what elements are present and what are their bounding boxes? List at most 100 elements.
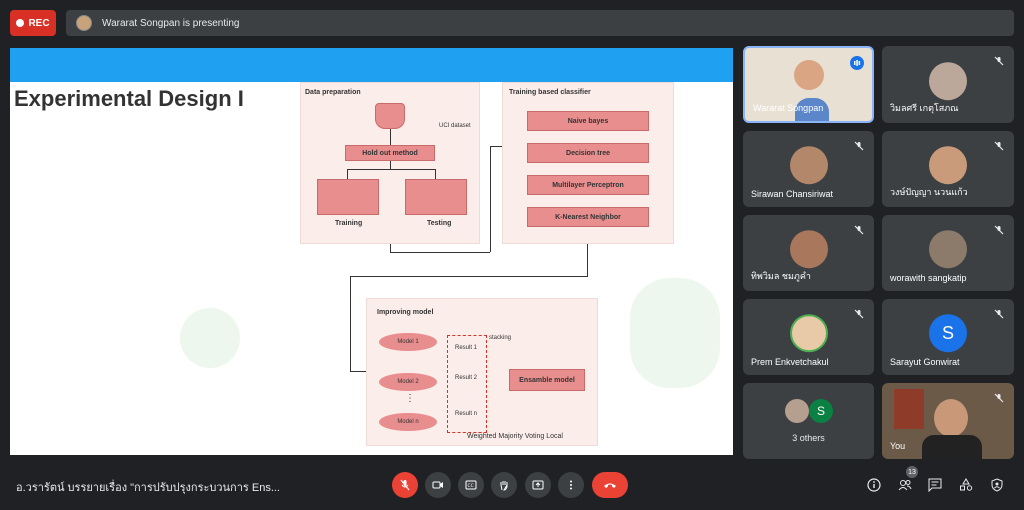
rec-label: REC	[28, 17, 50, 29]
presenter-avatar	[76, 15, 92, 31]
avatar	[789, 314, 828, 353]
result-2-label: Result 2	[455, 375, 478, 381]
captions-icon: CC	[465, 480, 477, 490]
mic-off-icon	[852, 139, 866, 153]
raise-hand-button[interactable]	[491, 472, 517, 498]
stacking-label: stacking	[489, 335, 512, 341]
meeting-info-button[interactable]	[865, 476, 883, 494]
activities-button[interactable]	[957, 476, 975, 494]
mic-off-icon	[992, 139, 1006, 153]
avatar	[789, 146, 828, 185]
connector-line	[390, 161, 391, 169]
bottom-bar: อ.วรารัตน์ บรรยายเรื่อง "การปรับปรุงกระบ…	[0, 462, 1024, 510]
activities-icon	[960, 478, 973, 491]
mic-off-icon	[992, 223, 1006, 237]
connector-line	[490, 146, 491, 252]
avatar	[929, 146, 967, 185]
speaking-indicator-icon	[850, 56, 864, 70]
self-tile[interactable]: You	[882, 383, 1014, 459]
info-icon	[867, 478, 881, 492]
participant-name: You	[890, 441, 906, 451]
training-label: Training	[335, 220, 363, 227]
avatar	[934, 399, 968, 437]
avatar	[929, 230, 967, 269]
connector-line	[390, 244, 391, 252]
avatar	[789, 230, 828, 269]
end-call-button[interactable]	[592, 472, 628, 498]
avatar	[785, 399, 809, 423]
participant-name: ทิพวิมล ชมภูคำ	[751, 271, 811, 281]
recording-badge: REC	[10, 10, 56, 36]
connector-line	[390, 252, 490, 253]
people-button[interactable]	[896, 476, 914, 494]
classifier-naive-bayes: Naive bayes	[527, 111, 649, 131]
meeting-title: อ.วรารัตน์ บรรยายเรื่อง "การปรับปรุงกระบ…	[16, 482, 280, 494]
data-preparation-panel: Data preparation UCI dataset Hold out me…	[300, 82, 480, 244]
slide-title: Experimental Design I	[14, 86, 244, 111]
chat-button[interactable]	[926, 476, 944, 494]
participant-tile[interactable]: Prem Enkvetchakul	[743, 299, 874, 375]
svg-text:CC: CC	[468, 483, 474, 489]
people-icon	[898, 480, 912, 491]
mic-off-icon	[992, 391, 1006, 405]
connector-line	[435, 169, 436, 179]
more-options-button[interactable]	[558, 472, 584, 498]
connector-line	[347, 169, 435, 170]
connector-line	[350, 276, 351, 372]
participant-tile[interactable]: วงษ์ปัญญา นวนแก้ว	[882, 131, 1014, 207]
participant-body	[795, 98, 829, 121]
training-box	[317, 179, 379, 215]
present-button[interactable]	[525, 472, 551, 498]
top-bar: REC Wararat Songpan is presenting	[0, 0, 1024, 46]
improving-model-panel: Improving model Model 1 Model 2 ⋮ Model …	[366, 298, 598, 446]
record-dot-icon	[16, 19, 25, 27]
avatar-initial: S	[929, 314, 967, 353]
raise-hand-icon	[500, 481, 508, 491]
participant-tile[interactable]: ทิพวิมล ชมภูคำ	[743, 215, 874, 291]
participant-name: Wararat Songpan	[753, 103, 824, 113]
present-icon	[532, 480, 544, 490]
avatar-initial: S	[809, 399, 833, 423]
connector-line	[350, 276, 588, 277]
connector-line	[350, 371, 366, 372]
classifier-knn: K-Nearest Neighbor	[527, 207, 649, 227]
mic-off-button[interactable]	[392, 472, 418, 498]
background-shelf	[894, 389, 924, 429]
result-1-label: Result 1	[455, 345, 478, 351]
more-icon	[570, 480, 572, 490]
people-count-badge: 13	[906, 466, 918, 478]
data-prep-title: Data preparation	[305, 89, 361, 96]
presentation-stage[interactable]: Experimental Design I Data preparation U…	[10, 48, 733, 455]
participant-name: Sirawan Chansiriwat	[751, 189, 834, 199]
participant-name: วิมลศรี เกตุโสภณ	[890, 103, 959, 113]
participant-tile[interactable]: วิมลศรี เกตุโสภณ	[882, 46, 1014, 123]
mic-off-icon	[992, 307, 1006, 321]
participant-name: วงษ์ปัญญา นวนแก้ว	[890, 187, 968, 197]
mic-off-icon	[992, 54, 1006, 68]
connector-line	[347, 169, 348, 179]
ensemble-box: Ensamble model	[509, 369, 585, 391]
model-dots: ⋮	[405, 393, 415, 404]
voting-label: Weighted Majority Voting Local	[467, 433, 563, 440]
host-controls-button[interactable]	[988, 476, 1006, 494]
others-tile[interactable]: S 3 others	[743, 383, 874, 459]
participant-tile[interactable]: S Sarayut Gonwirat	[882, 299, 1014, 375]
training-classifier-panel: Training based classifier Naive bayes De…	[502, 82, 674, 244]
classifier-mlp: Multilayer Perceptron	[527, 175, 649, 195]
result-n-label: Result n	[455, 411, 478, 417]
presenting-text: Wararat Songpan is presenting	[102, 17, 240, 29]
participant-tile-wararat[interactable]: Wararat Songpan	[743, 46, 874, 123]
captions-button[interactable]: CC	[458, 472, 484, 498]
participant-tile[interactable]: Sirawan Chansiriwat	[743, 131, 874, 207]
connector-line	[587, 244, 588, 276]
background-shape	[180, 308, 240, 368]
testing-box	[405, 179, 467, 215]
model-1-ellipse: Model 1	[379, 333, 437, 351]
participant-name: Prem Enkvetchakul	[751, 357, 829, 367]
presenting-banner[interactable]: Wararat Songpan is presenting	[66, 10, 1014, 36]
connector-line	[390, 129, 391, 145]
end-call-icon	[604, 483, 616, 488]
camera-button[interactable]	[425, 472, 451, 498]
participant-tile[interactable]: worawith sangkatip	[882, 215, 1014, 291]
participant-name: Sarayut Gonwirat	[890, 357, 960, 367]
